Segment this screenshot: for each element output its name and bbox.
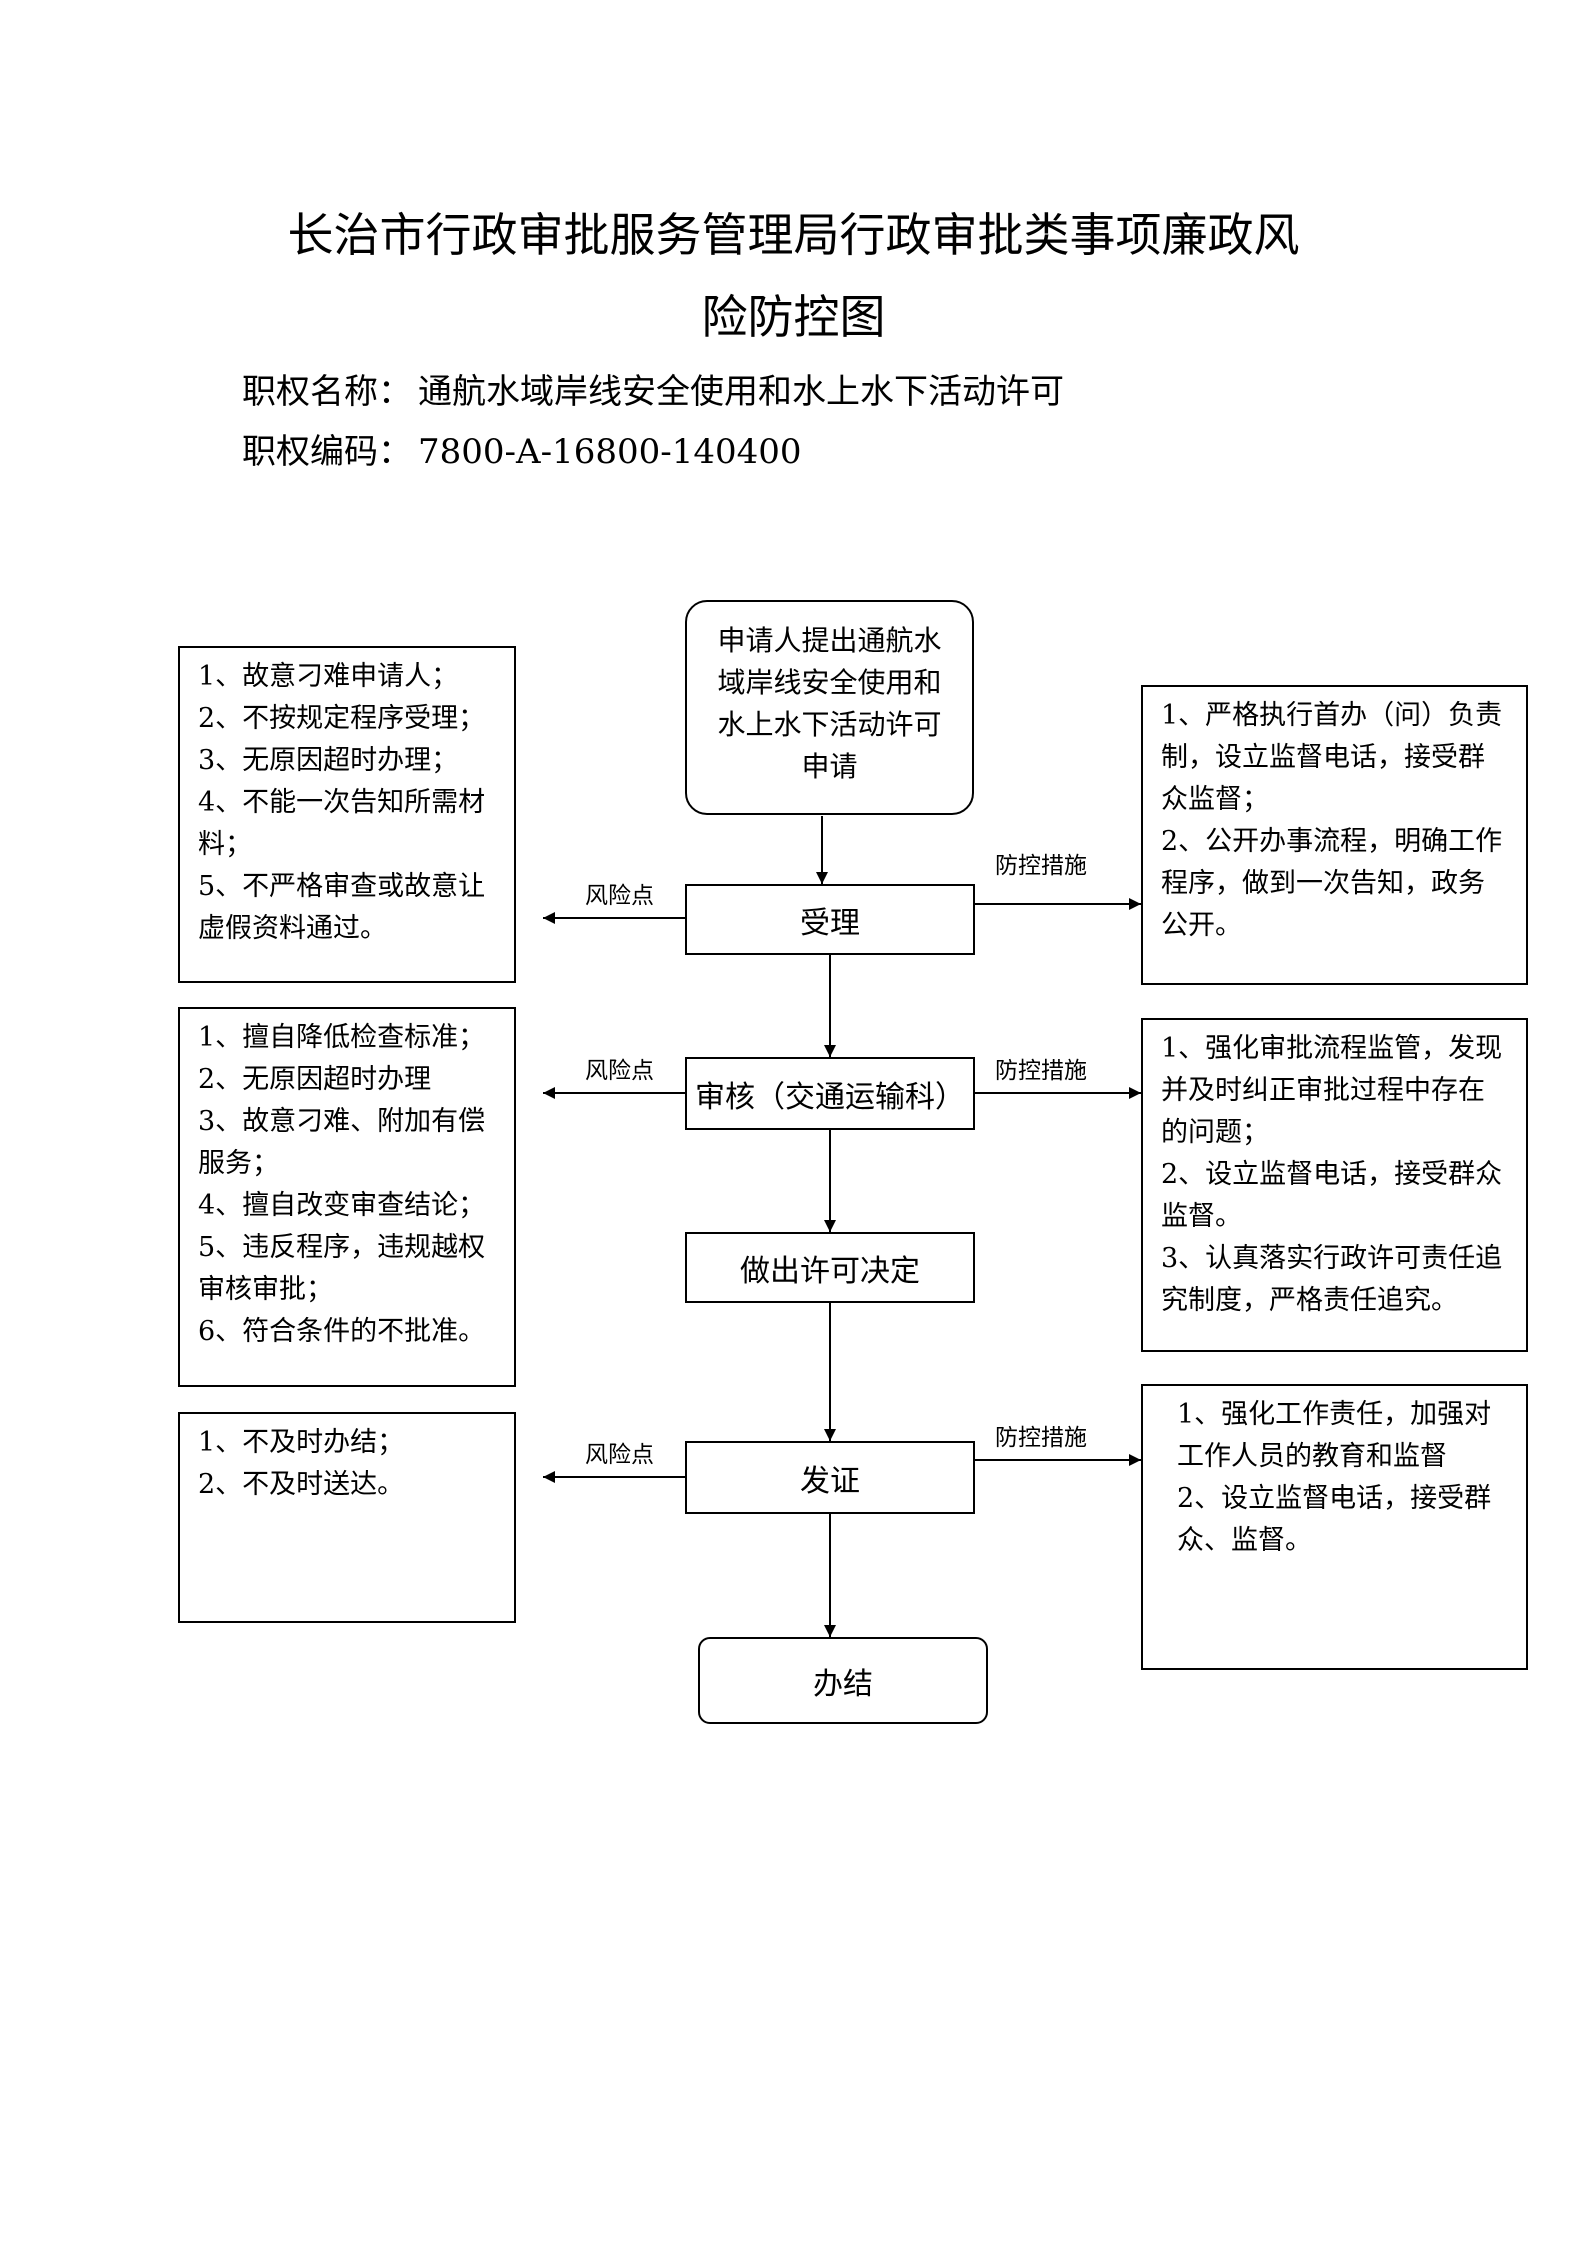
title-line-2: 险防控图 [701,290,886,344]
step-issue: 发证 [685,1441,975,1514]
control-item: 监督。 [1161,1201,1242,1232]
risk-item: 1、不及时办结； [198,1427,405,1458]
risk-item: 2、无原因超时办理 [198,1064,432,1095]
control-box-review: 1、强化审批流程监管，发现 并及时纠正审批过程中存在 的问题； 2、设立监督电话… [1141,1018,1528,1352]
control-item: 3、认真落实行政许可责任追 [1161,1243,1503,1274]
risk-box-issue: 1、不及时办结； 2、不及时送达。 [178,1412,516,1623]
risk-item: 3、无原因超时办理； [198,745,459,776]
risk-item: 服务； [198,1148,279,1179]
risk-item: 料； [198,829,252,860]
step-review: 审核（交通运输科） [685,1057,975,1130]
risk-item: 1、故意刁难申请人； [198,661,459,692]
control-item: 公开。 [1161,910,1242,941]
authority-code: 职权编码：7800-A-16800-140400 [242,430,802,474]
control-item: 2、公开办事流程，明确工作 [1161,826,1503,857]
risk-box-accept: 1、故意刁难申请人； 2、不按规定程序受理； 3、无原因超时办理； 4、不能一次… [178,646,516,983]
authority-name-label: 职权名称： [242,372,412,412]
control-item: 程序，做到一次告知，政务 [1161,868,1485,899]
end-node-finish: 办结 [698,1637,988,1724]
risk-item: 3、故意刁难、附加有偿 [198,1106,486,1137]
control-box-accept: 1、严格执行首办（问）负责 制，设立监督电话，接受群 众监督； 2、公开办事流程… [1141,685,1528,985]
authority-name-value: 通航水域岸线安全使用和水上水下活动许可 [418,372,1064,412]
step-accept: 受理 [685,884,975,955]
risk-item: 虚假资料通过。 [198,913,387,944]
control-item: 2、设立监督电话，接受群众 [1161,1159,1503,1190]
authority-name: 职权名称：通航水域岸线安全使用和水上水下活动许可 [242,370,1064,414]
risk-item: 4、不能一次告知所需材 [198,787,486,818]
control-item: 1、强化工作责任，加强对 [1177,1399,1492,1430]
risk-item: 4、擅自改变审查结论； [198,1190,486,1221]
control-box-issue: 1、强化工作责任，加强对 工作人员的教育和监督 2、设立监督电话，接受群 众、监… [1141,1384,1528,1670]
control-label-accept: 防控措施 [995,853,1087,879]
control-label-review: 防控措施 [995,1058,1087,1084]
authority-code-label: 职权编码： [242,432,412,472]
risk-item: 5、不严格审查或故意让 [198,871,486,902]
risk-item: 审核审批； [198,1274,333,1305]
authority-code-value: 7800-A-16800-140400 [418,432,802,472]
risk-label-accept: 风险点 [585,883,654,909]
control-item: 制，设立监督电话，接受群 [1161,742,1485,773]
risk-item: 6、符合条件的不批准。 [198,1316,486,1347]
risk-item: 5、违反程序，违规越权 [198,1232,486,1263]
control-item: 究制度，严格责任追究。 [1161,1285,1458,1316]
control-item: 众、监督。 [1177,1525,1312,1556]
control-item: 1、严格执行首办（问）负责 [1161,700,1503,731]
control-item: 的问题； [1161,1117,1269,1148]
risk-box-review: 1、擅自降低检查标准； 2、无原因超时办理 3、故意刁难、附加有偿 服务； 4、… [178,1007,516,1387]
risk-label-issue: 风险点 [585,1442,654,1468]
control-item: 2、设立监督电话，接受群 [1177,1483,1492,1514]
start-text-line: 域岸线安全使用和 [717,666,942,699]
control-label-issue: 防控措施 [995,1425,1087,1451]
control-item: 并及时纠正审批过程中存在 [1161,1075,1485,1106]
control-item: 工作人员的教育和监督 [1177,1441,1447,1472]
start-text-line: 水上水下活动许可 [717,708,942,741]
risk-item: 2、不按规定程序受理； [198,703,486,734]
control-item: 1、强化审批流程监管，发现 [1161,1033,1503,1064]
title-line-1: 长治市行政审批服务管理局行政审批类事项廉政风 [287,208,1300,262]
start-text-line: 申请 [801,750,858,783]
start-text-line: 申请人提出通航水 [717,624,942,657]
step-decision: 做出许可决定 [685,1232,975,1303]
start-node-application: 申请人提出通航水 域岸线安全使用和 水上水下活动许可 申请 [685,600,974,815]
risk-item: 1、擅自降低检查标准； [198,1022,486,1053]
risk-item: 2、不及时送达。 [198,1469,405,1500]
control-item: 众监督； [1161,784,1269,815]
risk-label-review: 风险点 [585,1058,654,1084]
